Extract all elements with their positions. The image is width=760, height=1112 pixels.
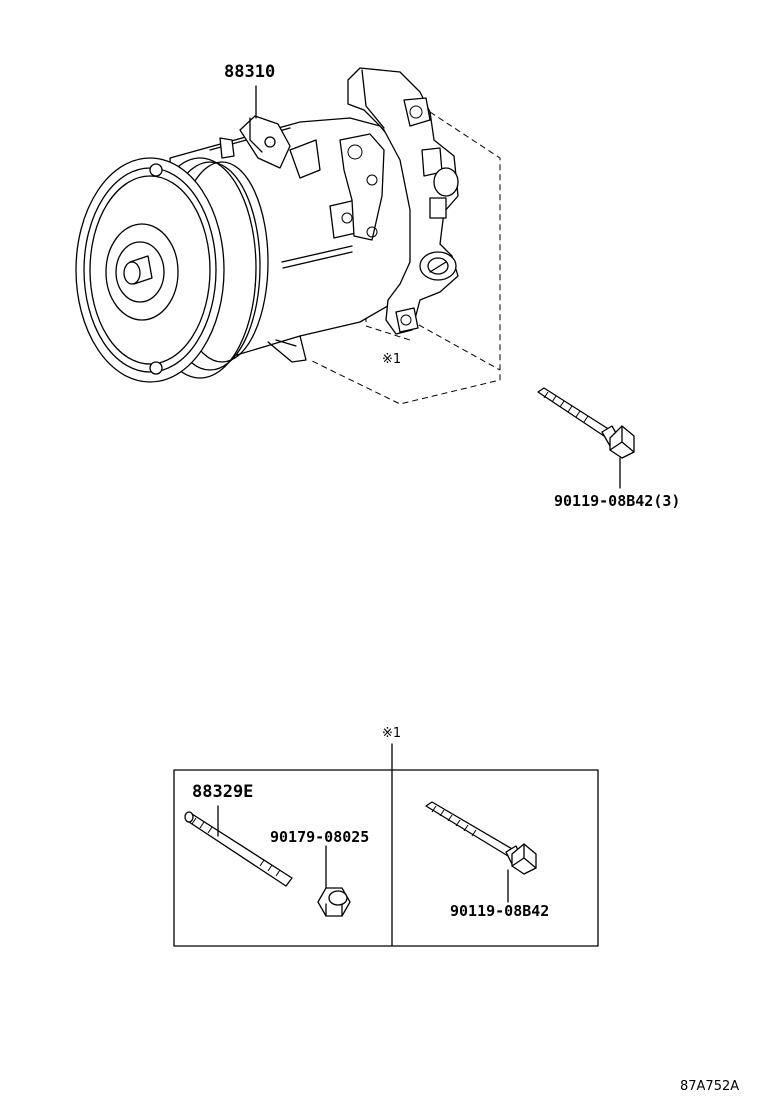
ref-box-frame bbox=[173, 769, 599, 947]
nut-illustration bbox=[317, 887, 351, 917]
part-label-stud[interactable]: 88329E bbox=[192, 782, 254, 802]
box-bolt-illustration bbox=[425, 801, 537, 875]
bolt-illustration bbox=[537, 387, 635, 459]
part-label-nut[interactable]: 90179-08025 bbox=[270, 828, 370, 846]
part-label-compressor[interactable]: 88310 bbox=[224, 62, 276, 82]
ref-mark-top: ※1 bbox=[382, 352, 402, 367]
part-label-bolt-main[interactable]: 90119-08B42(3) bbox=[554, 492, 681, 510]
part-label-bolt-box[interactable]: 90119-08B42 bbox=[450, 902, 550, 920]
compressor-illustration bbox=[75, 67, 501, 405]
diagram-code: 87A752A bbox=[680, 1079, 740, 1094]
ref-mark-box: ※1 bbox=[382, 726, 402, 741]
stud-illustration bbox=[184, 811, 293, 887]
